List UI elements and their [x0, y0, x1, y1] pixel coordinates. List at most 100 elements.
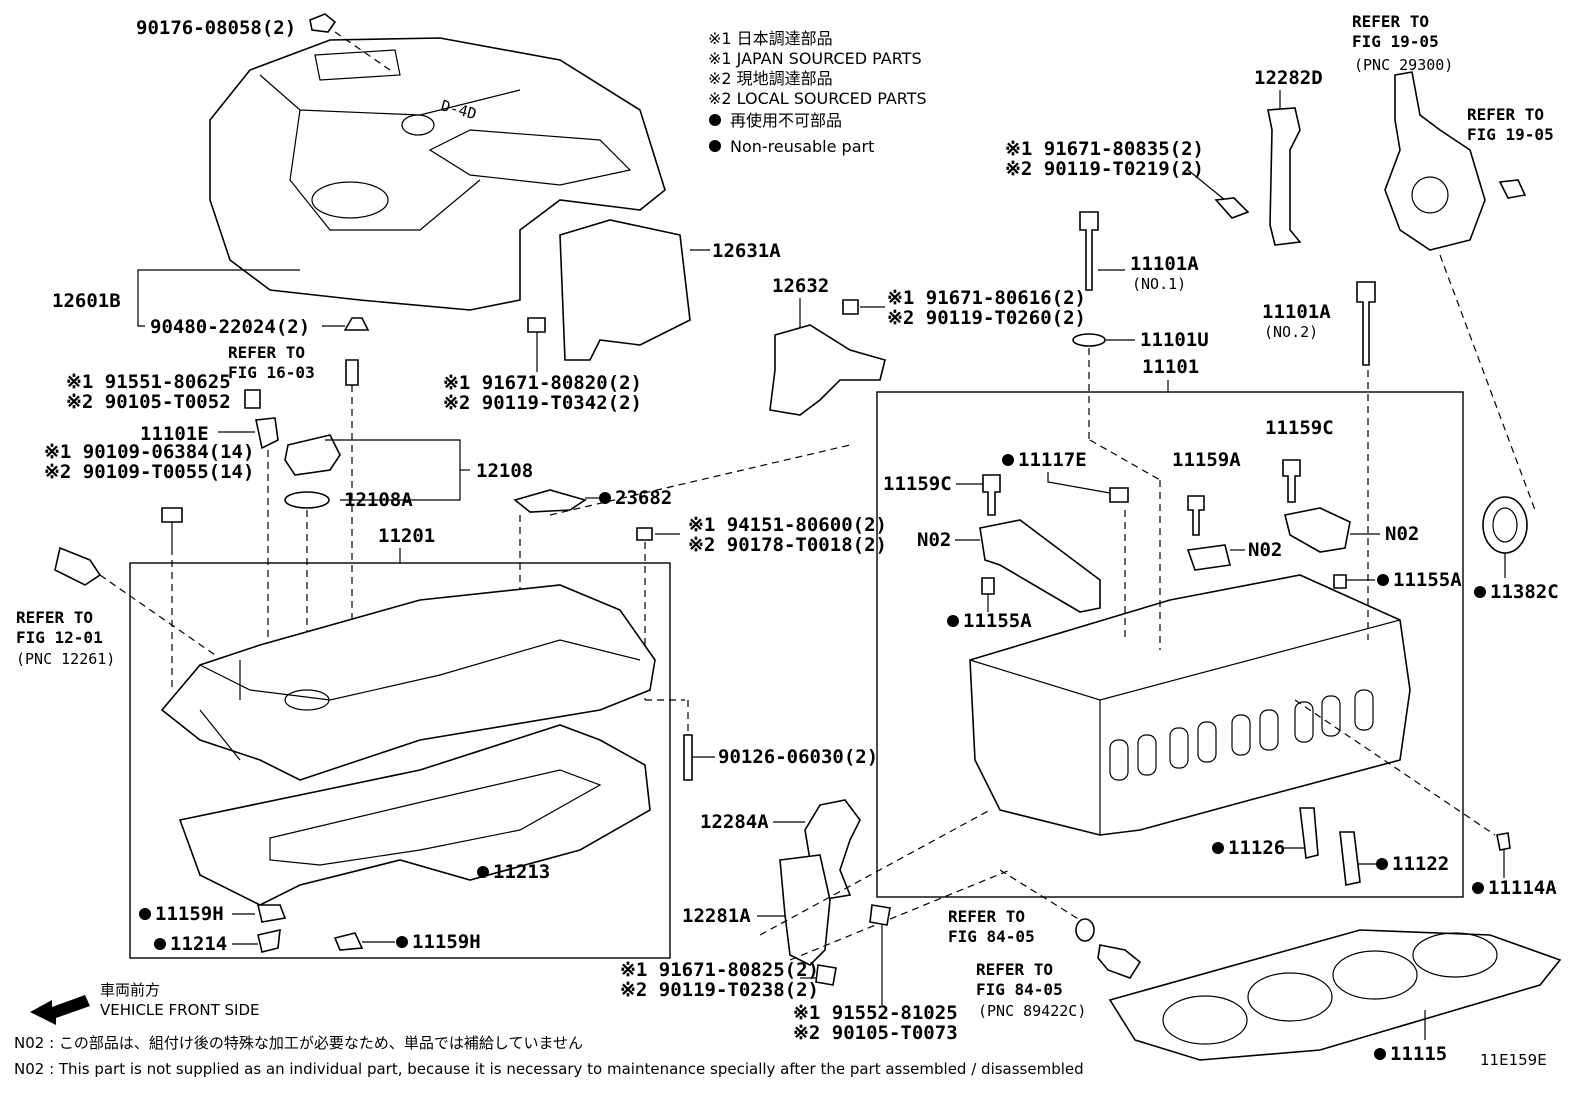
plug-11114A — [1496, 832, 1511, 851]
label-N02-c: N02 — [1385, 523, 1419, 545]
ref-1201-line3: (PNC 12261) — [16, 650, 115, 668]
label-11101A-2-no: (NO.2) — [1264, 323, 1318, 341]
arrow-left-icon — [30, 995, 90, 1025]
bolt-icon — [1282, 459, 1301, 503]
label-90119-T0260: ※2 90119-T0260(2) — [887, 307, 1086, 329]
label-11214: 11214 — [170, 933, 227, 955]
legend-japan-jp: ※1 日本調達部品 — [708, 29, 833, 48]
camshaft-bearing-cap — [979, 519, 1101, 613]
label-11126: 11126 — [1228, 837, 1285, 859]
label-11201: 11201 — [378, 525, 435, 547]
label-90178: ※2 90178-T0018(2) — [688, 534, 887, 556]
ref-1603-line1: REFER TO — [228, 343, 305, 362]
seal-icon — [1109, 487, 1129, 503]
label-90119-T0219: ※2 90119-T0219(2) — [1005, 158, 1204, 180]
gasket-icon — [1075, 918, 1095, 942]
label-11101: 11101 — [1142, 356, 1199, 378]
label-11155A-b: 11155A — [1393, 569, 1462, 591]
sleeve-11126 — [1299, 807, 1319, 859]
legend-nonreuse-jp: 再使用不可部品 — [730, 111, 842, 130]
label-90176: 90176-08058(2) — [136, 17, 296, 39]
hanger-12282D — [1267, 107, 1302, 246]
bolt-icon — [244, 389, 261, 409]
label-12632: 12632 — [772, 275, 829, 297]
ref-8405a-line1: REFER TO — [948, 907, 1025, 926]
nonreusable-dot-icon — [947, 615, 959, 627]
label-11101E: 11101E — [140, 423, 209, 445]
ref-1603-line2: FIG 16-03 — [228, 363, 315, 382]
label-90119-T0342: ※2 90119-T0342(2) — [443, 392, 642, 414]
note-n02-jp: N02 : この部品は、組付け後の特殊な加工が必要なため、単品では補給していませ… — [14, 1034, 583, 1052]
ref-8405b-line3: (PNC 89422C) — [978, 1002, 1086, 1020]
bracket-12632 — [769, 324, 886, 416]
label-12631A: 12631A — [712, 240, 781, 262]
ref-1905a-line1: REFER TO — [1352, 12, 1429, 31]
legend-nonreuse-en: Non-reusable part — [730, 137, 874, 156]
stud-icon — [683, 734, 693, 781]
label-N02-a: N02 — [917, 529, 951, 551]
label-90126: 90126-06030(2) — [718, 746, 878, 768]
camshaft-bearing-cap — [1284, 507, 1351, 553]
cylinder-head-gasket-11115 — [1108, 929, 1562, 1061]
temperature-sensor — [1097, 944, 1142, 979]
ref-8405b-line1: REFER TO — [976, 960, 1053, 979]
cushion-icon — [309, 13, 337, 33]
label-12108A: 12108A — [344, 489, 413, 511]
plug-icon — [345, 359, 359, 386]
label-91671-80820: ※1 91671-80820(2) — [443, 372, 642, 394]
label-23682: 23682 — [615, 487, 672, 509]
label-11155A-a: 11155A — [963, 610, 1032, 632]
bolt-icon — [869, 904, 891, 926]
label-11159C-b: 11159C — [1265, 417, 1334, 439]
group-box-11101 — [876, 391, 1464, 898]
label-91551: ※1 91551-80625 — [66, 371, 231, 393]
label-11114A: 11114A — [1488, 877, 1557, 899]
ref-8405b-line2: FIG 84-05 — [976, 980, 1063, 999]
ref-1905a-line2: FIG 19-05 — [1352, 32, 1439, 51]
nonreusable-dot-icon — [477, 866, 489, 878]
legend: ※1 日本調達部品 ※1 JAPAN SOURCED PARTS ※2 現地調達… — [708, 29, 927, 156]
ref-1905b-line1: REFER TO — [1467, 105, 1544, 124]
ref-1201-line2: FIG 12-01 — [16, 628, 103, 647]
bolt-icon — [527, 317, 546, 333]
note-n02-en: N02 : This part is not supplied as an in… — [14, 1060, 1084, 1078]
intake-ports — [1109, 689, 1374, 781]
ref-1201-line1: REFER TO — [16, 608, 93, 627]
nonreusable-dot-icon — [1474, 586, 1486, 598]
legend-local-en: ※2 LOCAL SOURCED PARTS — [708, 89, 927, 108]
seal-icon — [256, 904, 287, 923]
nonreusable-dot-icon — [1002, 454, 1014, 466]
nonreusable-dot-icon — [709, 140, 721, 152]
bracket-12631A — [559, 219, 691, 361]
label-11101A-2: 11101A — [1262, 301, 1331, 323]
guide-11122 — [1339, 831, 1361, 886]
nonreusable-dot-icon — [139, 908, 151, 920]
nonreusable-dot-icon — [1374, 1048, 1386, 1060]
label-11159H-b: 11159H — [412, 931, 481, 953]
nonreusable-dot-icon — [1472, 882, 1484, 894]
label-94151: ※1 94151-80600(2) — [688, 514, 887, 536]
cylinder-head — [969, 574, 1411, 836]
nonreusable-dot-icon — [599, 492, 611, 504]
head-bolt-no2 — [1356, 281, 1376, 366]
label-90105-T0052: ※2 90105-T0052 — [66, 391, 231, 413]
nonreusable-dot-icon — [396, 936, 408, 948]
label-12601B: 12601B — [52, 290, 121, 312]
legend-japan-en: ※1 JAPAN SOURCED PARTS — [708, 49, 922, 68]
washer-11101U — [1072, 333, 1106, 347]
label-90480: 90480-22024(2) — [150, 316, 310, 338]
oil-seal-11382C — [1482, 496, 1528, 554]
camshaft-bearing-cap — [1186, 544, 1231, 571]
label-91552: ※1 91552-81025 — [793, 1002, 958, 1024]
ref-1905a-line3: (PNC 29300) — [1354, 56, 1453, 74]
bolt-icon — [161, 507, 183, 523]
ref-1905b-line2: FIG 19-05 — [1467, 125, 1554, 144]
hose-icon — [54, 546, 102, 586]
figure-code: 11E159E — [1480, 1051, 1547, 1069]
label-11101A-1: 11101A — [1130, 253, 1199, 275]
legend-local-jp: ※2 現地調達部品 — [708, 69, 833, 88]
bolt-icon — [982, 474, 1001, 516]
label-90109-06384: ※1 90109-06384(14) — [44, 441, 254, 463]
engine-cover: D-4D — [209, 37, 666, 311]
